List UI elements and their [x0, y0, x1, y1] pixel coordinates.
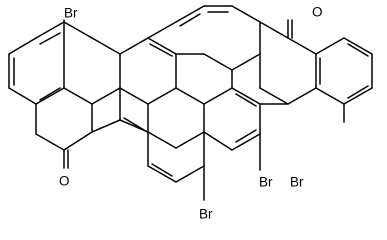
atom-label-o-bottom-left: O: [59, 174, 70, 189]
chemical-structure-diagram: Br O O Br Br Br: [8, 5, 373, 222]
bond-line: [119, 37, 149, 55]
atom-label-br-top-left: Br: [64, 6, 78, 21]
bond-line: [231, 133, 261, 151]
atom-label-br-bottom-center: Br: [199, 207, 213, 222]
bond-line: [343, 87, 373, 105]
bond-line: [259, 87, 289, 105]
bond-line: [151, 163, 173, 177]
bond-line: [35, 21, 65, 39]
atom-label-o-top-right: O: [312, 5, 323, 20]
bond-line: [39, 87, 61, 101]
bond-line: [123, 117, 145, 131]
bond-line: [179, 13, 201, 27]
bond-line: [175, 5, 205, 23]
bond-line: [259, 21, 289, 39]
atom-labels: Br O O Br Br Br: [59, 5, 323, 222]
bond-line: [203, 53, 233, 71]
bond-line: [235, 129, 257, 143]
atom-label-br-bottom-mid-right: Br: [259, 175, 273, 190]
bond-line: [175, 87, 205, 105]
bond-line: [147, 165, 177, 183]
bond-line: [231, 5, 261, 23]
bond-line: [315, 37, 345, 55]
bond-line: [147, 87, 177, 105]
bond-line: [175, 165, 205, 183]
bond-line: [35, 133, 65, 151]
bond-line: [147, 21, 177, 39]
bond-line: [287, 87, 317, 105]
bond-line: [91, 119, 121, 133]
bond-line: [231, 53, 261, 71]
bond-line: [343, 37, 373, 55]
bond-line: [91, 87, 121, 105]
bond-line: [63, 131, 93, 151]
bond-line: [149, 43, 173, 57]
bond-line: [235, 93, 257, 107]
bond-line: [203, 131, 233, 151]
bond-line: [175, 131, 205, 149]
bond-line: [315, 87, 345, 105]
bond-line: [8, 37, 37, 55]
bond-line: [8, 87, 37, 105]
bond-line: [147, 131, 177, 149]
bond-line: [63, 87, 93, 105]
bond-lines: [8, 5, 373, 201]
bond-line: [63, 21, 93, 39]
bond-line: [119, 87, 149, 105]
bond-line: [287, 37, 317, 55]
bond-line: [147, 37, 177, 55]
atom-label-br-bottom-right: Br: [290, 175, 304, 190]
bond-line: [203, 87, 233, 105]
bond-line: [35, 87, 65, 105]
bond-line: [91, 37, 121, 55]
bond-line: [39, 32, 61, 45]
bond-line: [347, 85, 369, 99]
bond-line: [347, 43, 369, 57]
bond-line: [231, 87, 261, 105]
